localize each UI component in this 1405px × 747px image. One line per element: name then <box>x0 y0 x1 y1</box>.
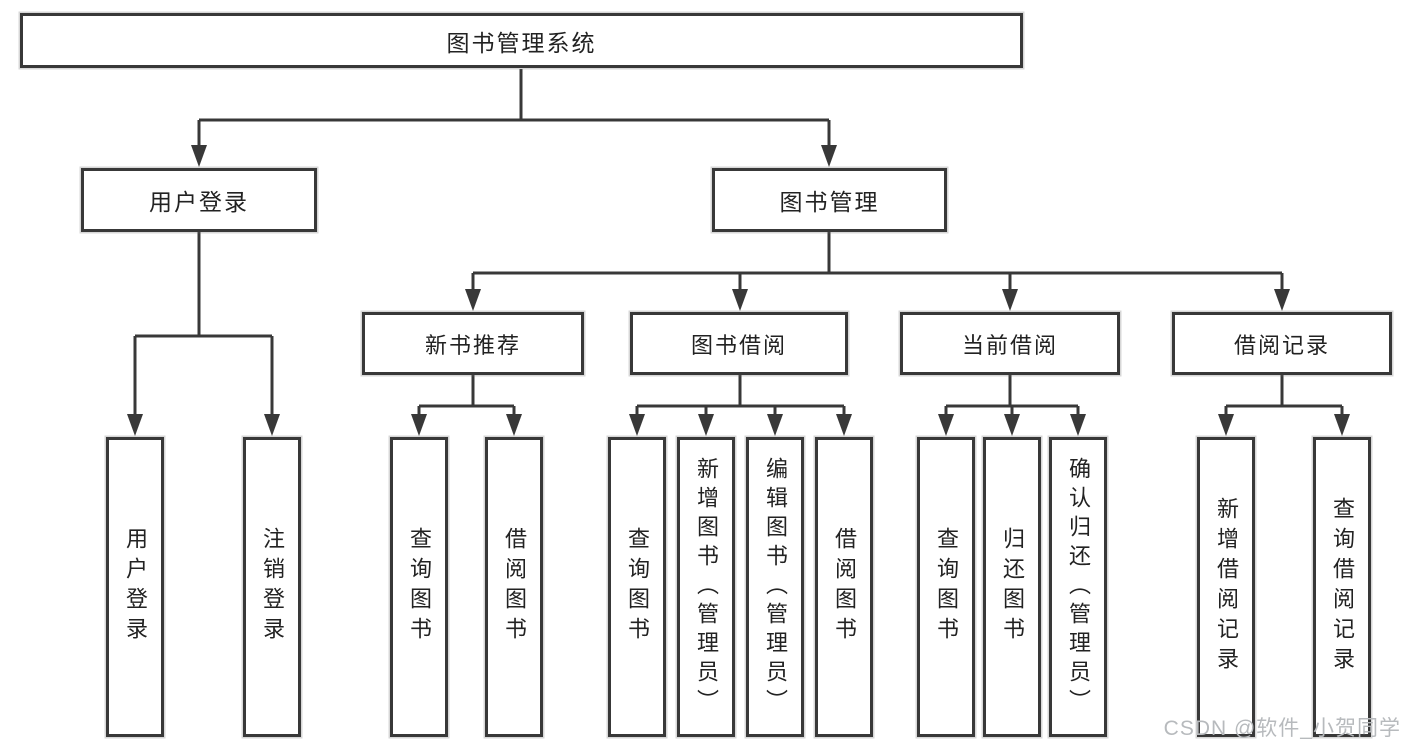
leaf-bb-edit-books-admin: 编辑图书（管理员） <box>746 437 804 737</box>
leaf-label: 查询借阅记录 <box>1330 497 1355 677</box>
node-user-login: 用户登录 <box>81 168 317 232</box>
node-current-borrowing: 当前借阅 <box>900 312 1120 375</box>
watermark: CSDN @软件_小贺同学 <box>1163 717 1401 740</box>
leaf-logout: 注销登录 <box>243 437 301 737</box>
leaf-user-login: 用户登录 <box>106 437 164 737</box>
leaf-label: 查询图书 <box>407 527 432 647</box>
node-new-book-recommendation: 新书推荐 <box>362 312 584 375</box>
leaf-label: 新增借阅记录 <box>1214 497 1239 677</box>
leaf-bb-query-books: 查询图书 <box>608 437 666 737</box>
node-book-borrowing: 图书借阅 <box>630 312 848 375</box>
leaf-nbr-query-books: 查询图书 <box>390 437 448 737</box>
leaf-label: 查询图书 <box>625 527 650 647</box>
leaf-label: 用户登录 <box>123 527 148 647</box>
leaf-label: 确认归还（管理员） <box>1066 456 1091 718</box>
node-borrowing-records: 借阅记录 <box>1172 312 1392 375</box>
leaf-cb-confirm-return-admin: 确认归还（管理员） <box>1049 437 1107 737</box>
node-book-management: 图书管理 <box>712 168 947 232</box>
leaf-cb-query-books: 查询图书 <box>917 437 975 737</box>
leaf-br-query-borrow-record: 查询借阅记录 <box>1313 437 1371 737</box>
leaf-label: 查询图书 <box>934 527 959 647</box>
leaf-label: 新增图书（管理员） <box>694 456 719 718</box>
leaf-label: 编辑图书（管理员） <box>763 456 788 718</box>
leaf-br-add-borrow-record: 新增借阅记录 <box>1197 437 1255 737</box>
leaf-bb-borrow-books: 借阅图书 <box>815 437 873 737</box>
node-library-management-system: 图书管理系统 <box>20 13 1023 68</box>
leaf-label: 注销登录 <box>260 527 285 647</box>
leaf-nbr-borrow-books: 借阅图书 <box>485 437 543 737</box>
leaf-label: 借阅图书 <box>502 527 527 647</box>
leaf-bb-add-books-admin: 新增图书（管理员） <box>677 437 735 737</box>
leaf-cb-return-books: 归还图书 <box>983 437 1041 737</box>
leaf-label: 借阅图书 <box>832 527 857 647</box>
leaf-label: 归还图书 <box>1000 527 1025 647</box>
